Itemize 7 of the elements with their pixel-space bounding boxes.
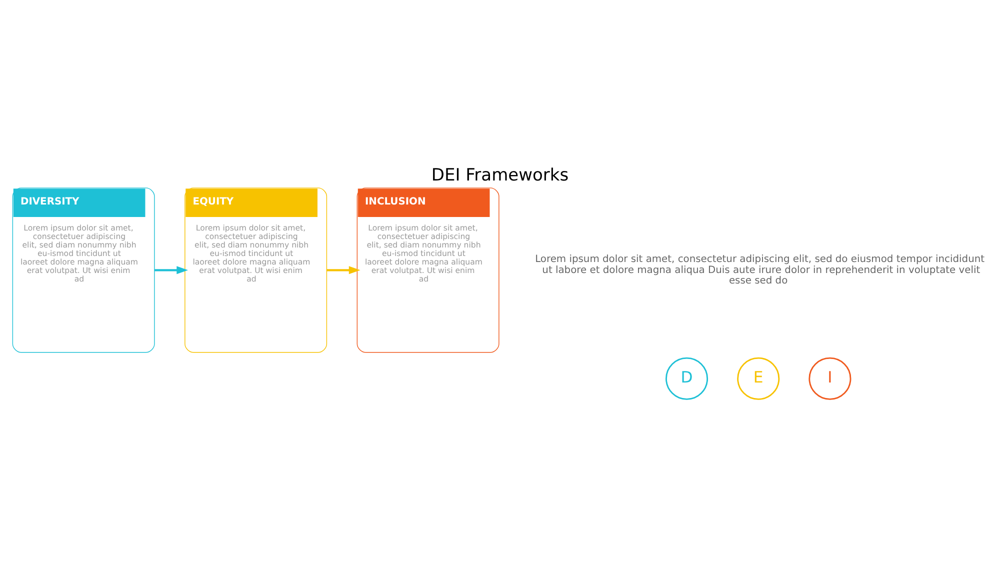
arrow: [154, 266, 188, 274]
node-circle: E: [737, 357, 780, 400]
arrow: [326, 266, 360, 274]
label: Lorem ipsum dolor sit amet, consectetur adipiscing elit, sed do eiusmod tempor incididunt ut labore et dolore magna aliqua Duis aute irure dolor in reprehenderit in voluptate velit esse sed do: [535, 254, 985, 286]
node-circle: I: [808, 357, 852, 400]
node-circle: D: [666, 357, 708, 400]
diagram-title: DEI Frameworks: [431, 165, 569, 186]
